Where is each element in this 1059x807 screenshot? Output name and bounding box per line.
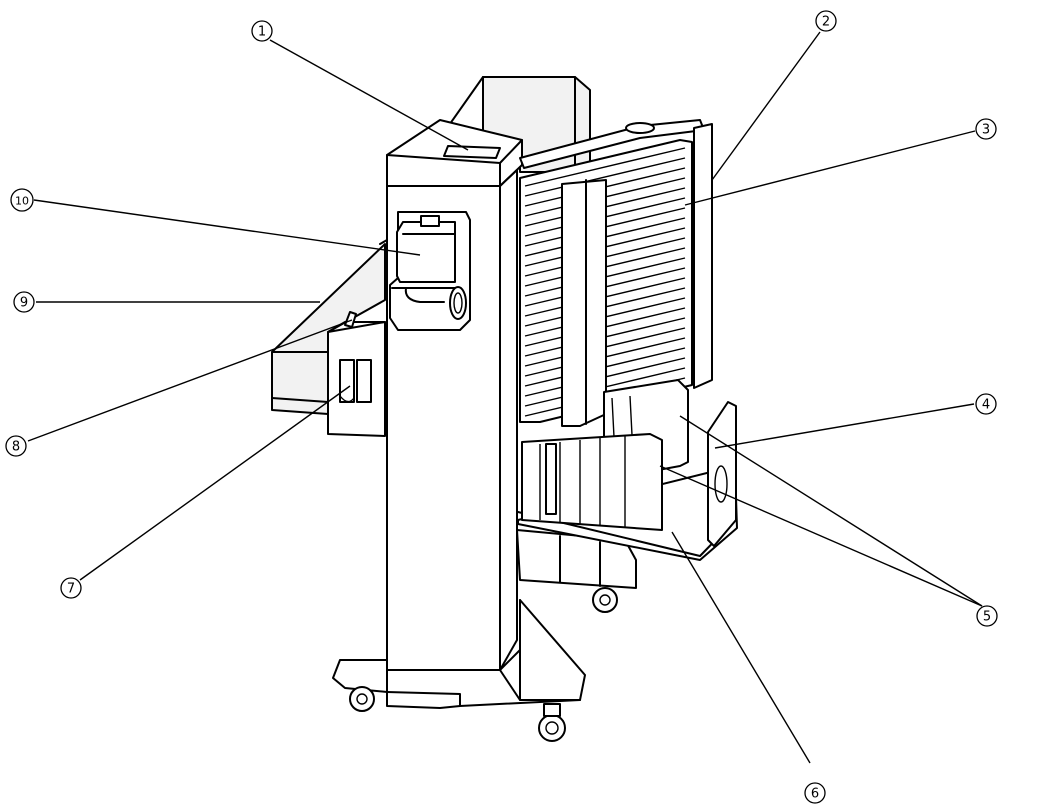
callout-10-label: 10 bbox=[15, 195, 29, 208]
callout-9-label: 9 bbox=[20, 296, 28, 311]
callout-5: 5 bbox=[976, 605, 998, 627]
callout-3-label: 3 bbox=[982, 123, 990, 138]
callout-1-label: 1 bbox=[258, 25, 266, 40]
callout-4: 4 bbox=[975, 393, 997, 415]
leader-3 bbox=[684, 130, 976, 206]
callout-9: 9 bbox=[13, 291, 35, 313]
tray-guides bbox=[521, 379, 689, 531]
machine-illustration bbox=[271, 76, 738, 742]
end-stopper bbox=[707, 401, 737, 547]
callout-5-label: 5 bbox=[983, 610, 991, 625]
callout-8-label: 8 bbox=[12, 440, 20, 455]
leader-2 bbox=[711, 31, 821, 181]
leader-lines bbox=[27, 31, 983, 764]
callout-6: 6 bbox=[804, 782, 826, 804]
leader-1 bbox=[269, 39, 469, 151]
callout-7: 7 bbox=[60, 577, 82, 599]
callout-6-label: 6 bbox=[811, 787, 819, 802]
slide-column bbox=[561, 179, 607, 427]
leader-6 bbox=[671, 531, 811, 764]
stapler-unit bbox=[389, 211, 471, 331]
leader-4 bbox=[714, 403, 975, 449]
tower-base bbox=[332, 599, 586, 742]
callout-4-label: 4 bbox=[982, 398, 990, 413]
callout-3: 3 bbox=[975, 118, 997, 140]
leader-5b bbox=[679, 415, 983, 607]
top-tray bbox=[519, 119, 713, 389]
callout-10: 10 bbox=[10, 188, 34, 212]
callout-7-label: 7 bbox=[67, 582, 75, 597]
lever bbox=[344, 311, 357, 328]
leader-7 bbox=[79, 385, 351, 581]
leader-8 bbox=[27, 319, 353, 442]
tray-stand bbox=[516, 529, 637, 613]
leader-10 bbox=[33, 199, 421, 256]
callout-2-label: 2 bbox=[822, 15, 830, 30]
leader-5a bbox=[659, 465, 983, 607]
callout-8: 8 bbox=[5, 435, 27, 457]
front-side-box bbox=[327, 321, 386, 437]
callout-1: 1 bbox=[251, 20, 273, 42]
callout-2: 2 bbox=[815, 10, 837, 32]
